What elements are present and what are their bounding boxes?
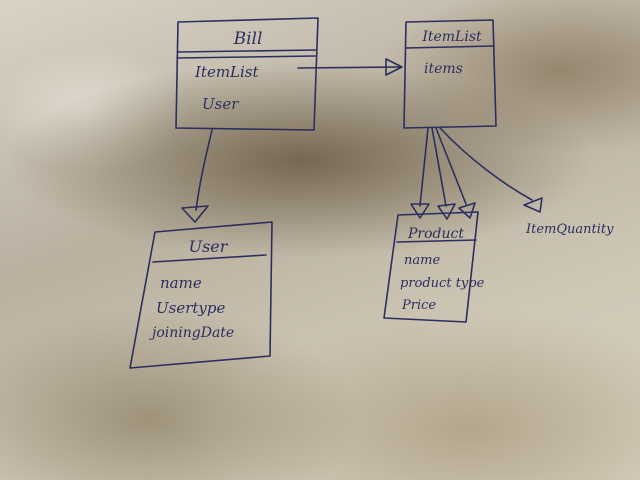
user-attr-usertype: Usertype bbox=[156, 299, 225, 317]
product-class-title: Product bbox=[407, 226, 464, 242]
bill-to-user-arrow bbox=[181, 129, 213, 223]
bill-attr-itemlist: ItemList bbox=[194, 63, 260, 81]
product-attr-name: name bbox=[404, 253, 440, 268]
user-title-divider bbox=[152, 254, 267, 263]
product-attr-producttype: product type bbox=[400, 276, 485, 291]
bill-class-title: Bill bbox=[233, 29, 263, 49]
itemlist-attr-items: items bbox=[424, 61, 463, 77]
user-class-title: User bbox=[189, 237, 229, 256]
itemlist-class-box[interactable]: ItemList items bbox=[403, 19, 497, 129]
product-attr-price: Price bbox=[401, 298, 436, 313]
item-quantity-label: ItemQuantity bbox=[525, 222, 614, 237]
product-box-outline bbox=[383, 211, 479, 323]
bill-title-divider bbox=[177, 49, 317, 53]
user-attr-joiningdate: joiningDate bbox=[149, 325, 234, 341]
itemlist-box-outline bbox=[403, 19, 497, 129]
bill-class-box[interactable]: Bill ItemList User bbox=[175, 17, 319, 131]
itemlist-to-product-arrows bbox=[410, 127, 476, 220]
user-box-outline bbox=[129, 221, 273, 369]
bill-attr-user: User bbox=[202, 95, 239, 113]
bill-to-itemlist-arrow bbox=[297, 58, 403, 76]
bill-box-outline bbox=[175, 17, 319, 131]
product-class-box[interactable]: Product name product type Price bbox=[383, 211, 485, 323]
product-title-divider bbox=[396, 239, 477, 243]
itemlist-title-divider bbox=[405, 45, 495, 49]
itemlist-class-title: ItemList bbox=[421, 29, 482, 45]
itemlist-to-itemquantity-arrow bbox=[439, 127, 543, 213]
user-attr-name: name bbox=[160, 274, 202, 292]
user-class-box[interactable]: User name Usertype joiningDate bbox=[129, 221, 273, 369]
bill-title-divider-2 bbox=[176, 55, 316, 59]
